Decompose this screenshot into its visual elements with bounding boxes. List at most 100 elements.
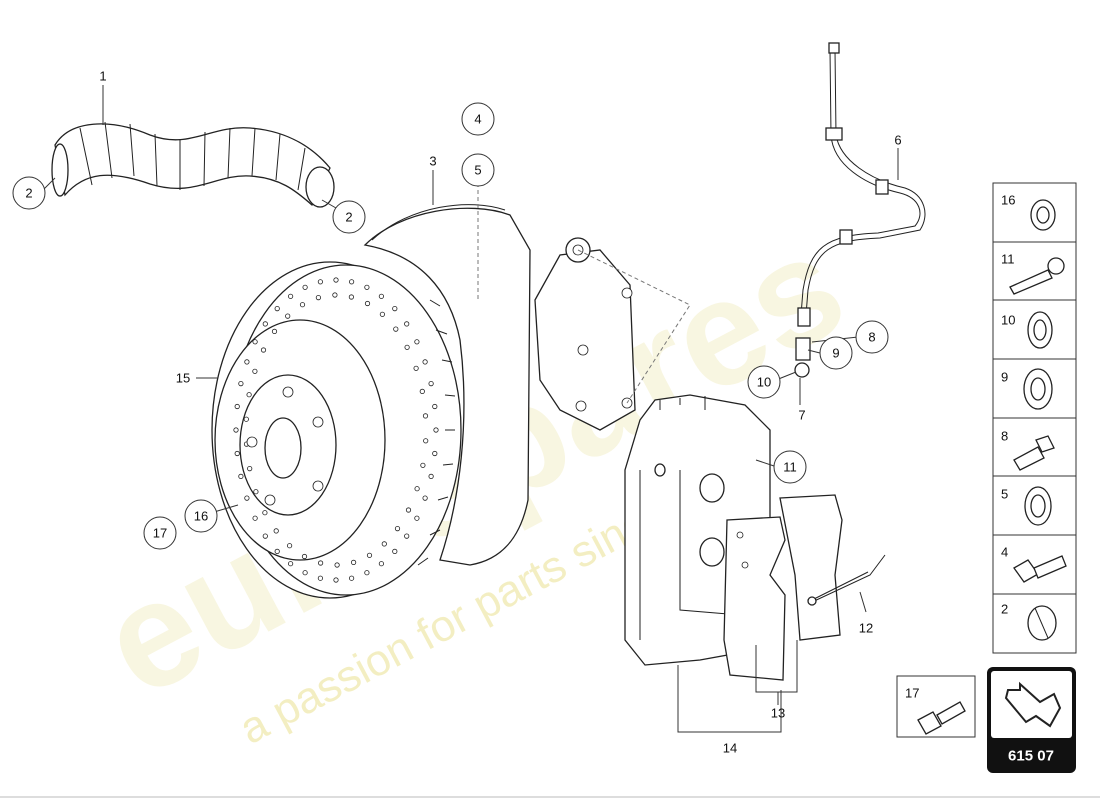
hose-part <box>51 121 335 208</box>
drill-hole <box>428 473 434 479</box>
drill-hole <box>404 533 410 539</box>
washer-icon <box>1023 368 1053 410</box>
drill-hole <box>432 403 438 410</box>
disc-drill-holes <box>233 277 439 583</box>
svg-text:2: 2 <box>345 210 352 225</box>
drill-hole <box>378 293 384 299</box>
drill-hole <box>243 416 249 422</box>
extra-part-box: 17 <box>896 675 976 738</box>
label-part-6: 6 <box>894 133 901 148</box>
brake-disc-part <box>211 261 462 599</box>
label-part-12: 12 <box>859 621 873 636</box>
drill-hole <box>422 413 429 419</box>
drill-hole <box>315 294 321 301</box>
side-item-16: 16 <box>1001 193 1056 231</box>
callout-9: 9 <box>819 336 853 370</box>
drill-hole <box>394 525 401 532</box>
drill-hole <box>366 552 373 558</box>
drill-hole <box>244 495 250 501</box>
svg-text:17: 17 <box>153 526 167 541</box>
drill-hole <box>419 388 425 394</box>
brake-hose-part <box>797 42 926 327</box>
svg-text:11: 11 <box>1001 252 1015 267</box>
side-item-5: 5 <box>1001 486 1052 526</box>
drill-hole <box>422 495 428 501</box>
drill-hole <box>392 305 398 312</box>
svg-text:8: 8 <box>1001 429 1008 444</box>
side-item-10: 10 <box>1001 311 1053 349</box>
svg-text:16: 16 <box>1001 193 1015 208</box>
svg-text:10: 10 <box>757 375 771 390</box>
label-part-14: 14 <box>723 741 737 756</box>
drill-hole <box>413 365 419 371</box>
drill-hole <box>364 284 370 290</box>
svg-text:5: 5 <box>1001 487 1008 502</box>
hose-clamp-icon <box>1027 605 1057 641</box>
washer-icon <box>1030 199 1056 231</box>
wheel-bolt-icon <box>917 701 966 735</box>
drill-hole <box>379 311 385 317</box>
drill-hole <box>317 560 324 566</box>
svg-text:10: 10 <box>1001 313 1015 328</box>
svg-text:8: 8 <box>868 330 875 345</box>
drill-hole <box>246 392 252 398</box>
arrow-icon <box>1004 681 1062 728</box>
drill-hole <box>287 293 294 299</box>
banjo-fitting-part <box>794 337 811 378</box>
drill-hole <box>333 277 339 283</box>
svg-text:4: 4 <box>474 112 481 127</box>
side-item-9: 9 <box>1001 368 1053 410</box>
washer-icon <box>1027 311 1053 349</box>
callout-circles: 2 2 4 5 8 9 10 11 <box>12 102 889 550</box>
drill-hole <box>253 489 259 495</box>
callout-2-left: 2 <box>12 176 46 210</box>
disc-vents <box>417 299 456 566</box>
drill-hole <box>332 292 338 298</box>
svg-text:4: 4 <box>1001 545 1008 560</box>
drill-hole <box>299 302 306 308</box>
label-part-1: 1 <box>99 69 106 84</box>
label-part-15: 15 <box>176 371 190 386</box>
label-part-13: 13 <box>771 706 785 721</box>
label-part-7: 7 <box>798 408 805 423</box>
drill-hole <box>350 559 357 566</box>
drill-hole <box>285 313 291 319</box>
svg-text:9: 9 <box>1001 370 1008 385</box>
reference-badge: 615 07 <box>987 667 1076 773</box>
drill-hole <box>381 541 387 547</box>
drill-hole <box>333 577 339 583</box>
washer-icon <box>1024 486 1052 526</box>
drill-hole <box>414 486 420 492</box>
drill-hole <box>252 339 258 345</box>
side-item-2: 2 <box>1001 602 1057 641</box>
callout-4: 4 <box>461 102 495 136</box>
label-part-3: 3 <box>429 154 436 169</box>
drill-hole <box>244 359 250 365</box>
drill-hole <box>392 548 398 555</box>
drill-hole <box>317 575 323 581</box>
drill-hole <box>247 465 253 472</box>
drill-hole <box>274 305 280 312</box>
drill-hole <box>234 403 240 410</box>
drill-hole <box>262 321 268 327</box>
drill-hole <box>317 279 323 285</box>
drill-hole <box>262 510 268 516</box>
drill-hole <box>271 328 278 334</box>
side-parts-panel: 16 11 10 9 <box>992 182 1077 654</box>
drill-hole <box>273 528 279 534</box>
svg-text:16: 16 <box>194 509 208 524</box>
brake-pad-inner-part <box>723 516 786 681</box>
drill-hole <box>238 473 244 479</box>
part-labels: 1 3 6 7 12 13 14 15 <box>99 69 901 756</box>
drill-hole <box>286 543 293 549</box>
svg-text:9: 9 <box>832 346 839 361</box>
callout-8: 8 <box>855 320 889 354</box>
bolt-icon <box>1009 257 1065 295</box>
drill-hole <box>420 462 426 468</box>
callout-5: 5 <box>461 153 495 187</box>
pad-retaining-pin-part <box>807 554 886 606</box>
drill-hole <box>262 533 268 539</box>
drill-hole <box>423 438 429 444</box>
drill-hole <box>238 380 244 387</box>
side-item-8: 8 <box>1001 429 1055 471</box>
